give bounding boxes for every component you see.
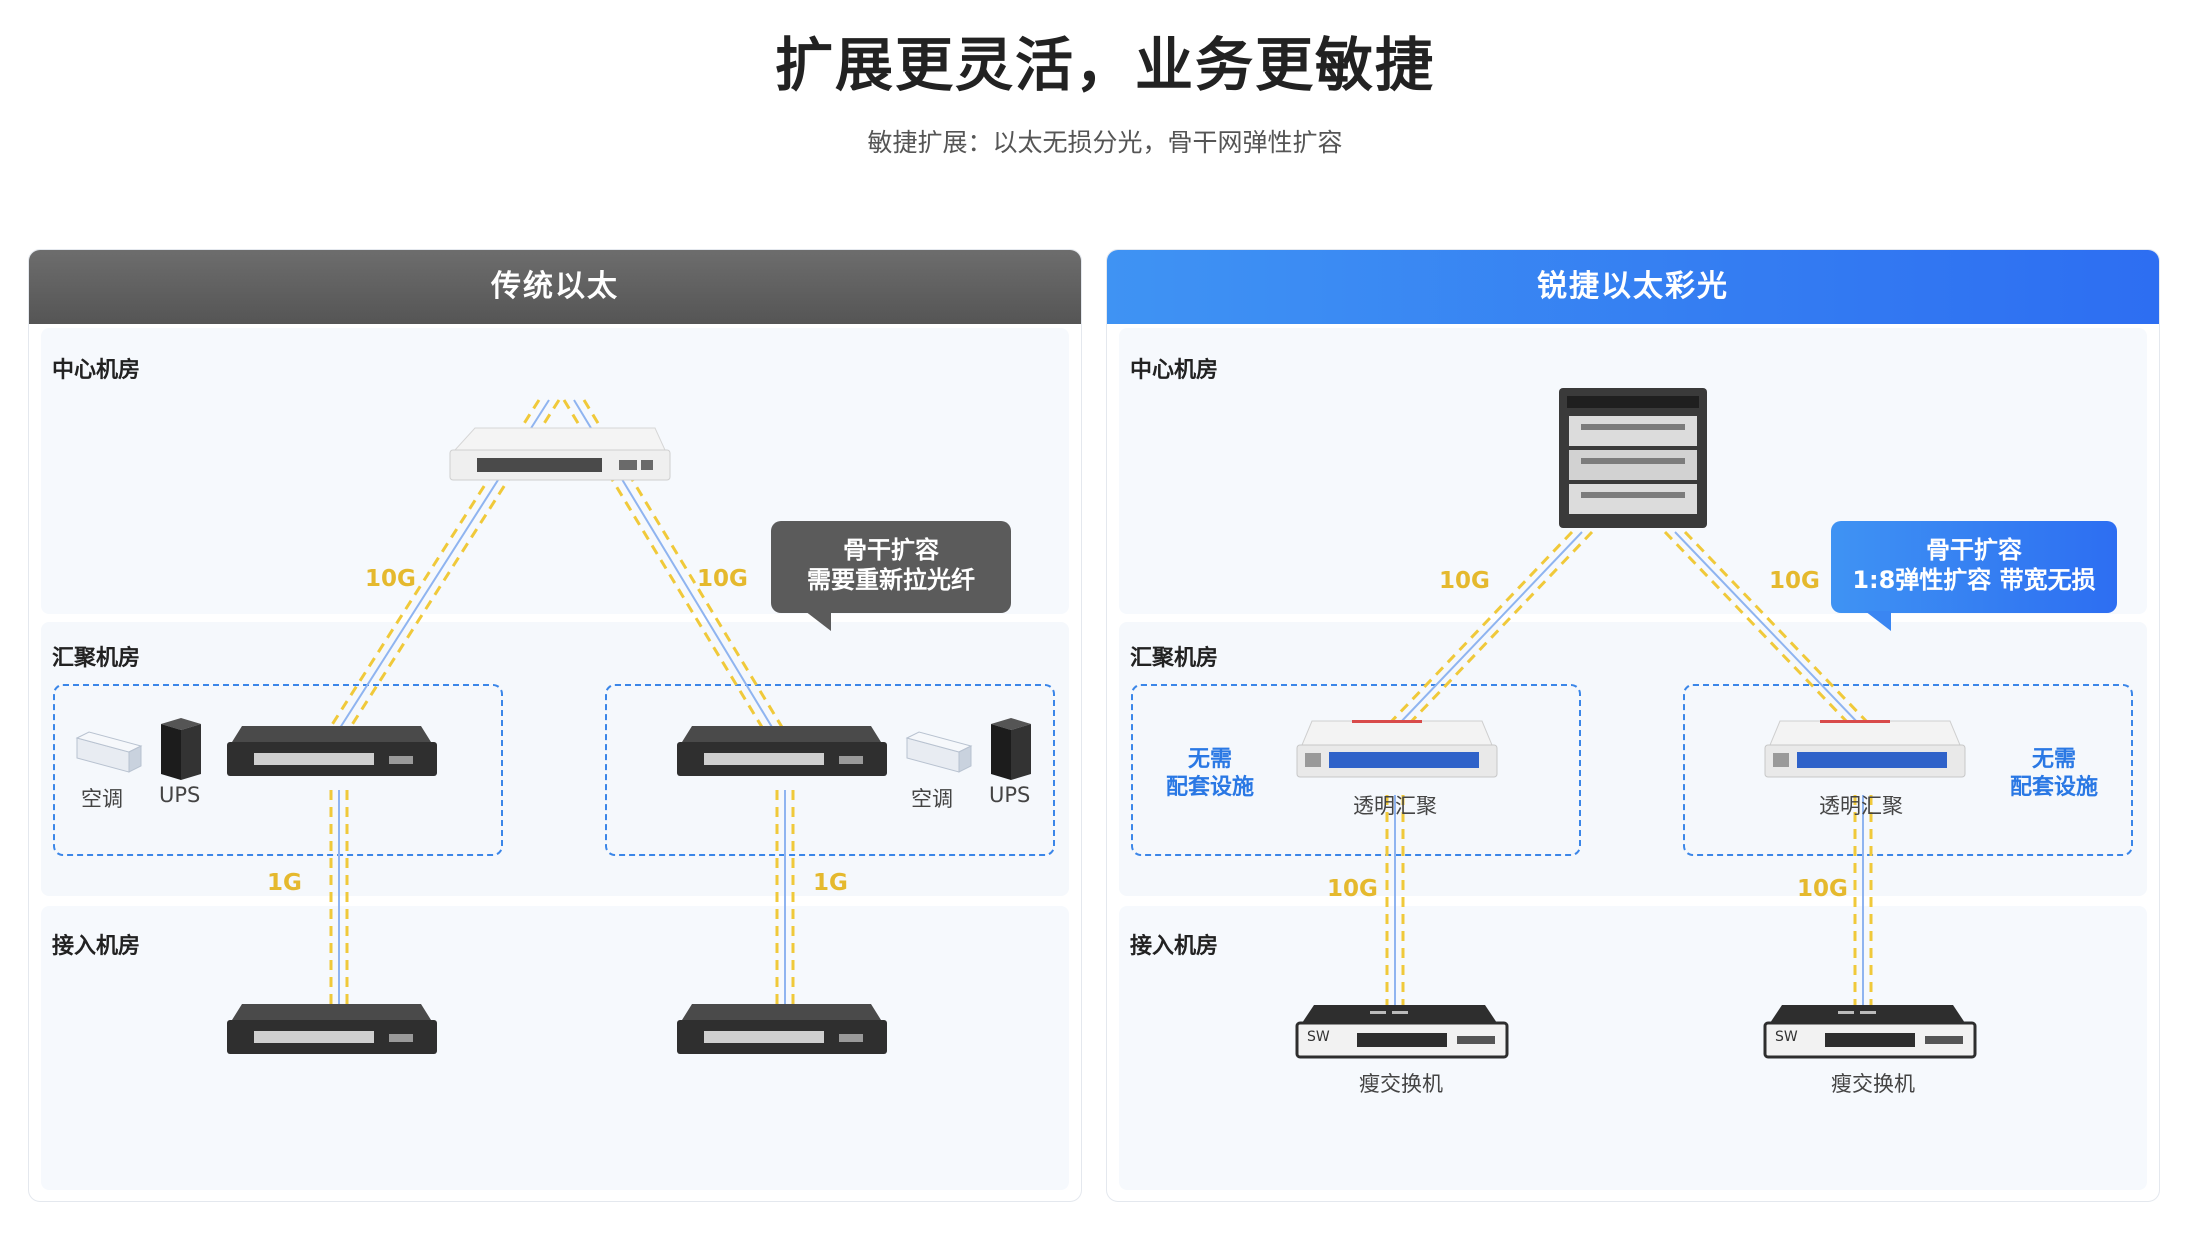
- callout-line-2: 需要重新拉光纤: [807, 566, 975, 594]
- link-speed-label: 10G: [697, 566, 748, 592]
- note-line-2: 配套设施: [2009, 775, 2098, 800]
- ups-label: UPS: [989, 783, 1031, 807]
- zone-label-center: 中心机房: [1130, 358, 1219, 383]
- link-core-to-agg-right: [1663, 530, 1871, 726]
- aggregation-box-right: [1683, 684, 2133, 856]
- panel-title: 传统以太: [29, 250, 1081, 324]
- core-chassis-icon: [1559, 388, 1707, 528]
- zone-aggregation-bg: [1119, 622, 2147, 896]
- zone-access-bg: [41, 906, 1069, 1190]
- switch-badge: SW: [1775, 1029, 1798, 1045]
- zone-label-access: 接入机房: [52, 934, 141, 959]
- agg-switch-left-icon: [227, 726, 437, 776]
- callout-tail: [805, 611, 831, 631]
- page-subtitle: 敏捷扩展：以太无损分光，骨干网弹性扩容: [867, 128, 1343, 157]
- callout-line-2: 1:8弹性扩容 带宽无损: [1852, 566, 2096, 594]
- callout-line-1: 骨干扩容: [843, 536, 939, 564]
- device-label-thin-switch: 瘦交换机: [1359, 1072, 1443, 1096]
- access-switch-right-icon: [677, 1004, 887, 1054]
- access-switch-left-icon: [227, 1004, 437, 1054]
- link-speed-label: 10G: [1797, 876, 1848, 902]
- switch-badge: SW: [1307, 1029, 1330, 1045]
- right-topology-drawing: [1295, 388, 1977, 1059]
- link-core-to-agg-left: [1387, 530, 1594, 726]
- zone-label-aggregation: 汇聚机房: [1130, 646, 1219, 671]
- link-agg-to-access-right: [1853, 795, 1873, 1005]
- link-agg-to-access-left: [329, 790, 349, 1020]
- callout-tail: [1865, 611, 1891, 631]
- backbone-expansion-callout: 骨干扩容 需要重新拉光纤: [771, 521, 1011, 631]
- ruijie-ethernet-color-light-panel: 锐捷以太彩光 中心机房 汇聚机房 接入机房: [1106, 249, 2160, 1202]
- agg-switch-right-icon: [677, 726, 887, 776]
- no-facilities-note-right: 无需 配套设施: [1999, 746, 2109, 802]
- elastic-expansion-callout: 骨干扩容 1:8弹性扩容 带宽无损: [1831, 521, 2117, 631]
- transparent-aggregation-left-icon: [1296, 720, 1498, 778]
- link-speed-label: 10G: [1769, 568, 1820, 594]
- aggregation-box-right: [605, 684, 1055, 856]
- ups-label: UPS: [159, 783, 201, 807]
- traditional-ethernet-panel: 传统以太 中心机房 汇聚机房 接入机房: [28, 249, 1082, 1202]
- link-agg-to-access-right: [775, 790, 795, 1020]
- note-line-2: 配套设施: [1165, 775, 1254, 800]
- panel-title: 锐捷以太彩光: [1107, 250, 2159, 324]
- thin-switch-left-icon: [1295, 1005, 1509, 1059]
- note-line-1: 无需: [1187, 747, 1232, 772]
- aggregation-box-left: [53, 684, 503, 856]
- link-speed-label: 1G: [267, 870, 302, 896]
- zone-aggregation-bg: [41, 622, 1069, 896]
- device-label-transparent-aggregation: 透明汇聚: [1353, 794, 1437, 818]
- device-label-transparent-aggregation: 透明汇聚: [1819, 794, 1903, 818]
- zone-label-access: 接入机房: [1130, 934, 1219, 959]
- left-topology-drawing: [75, 399, 1031, 1054]
- note-line-1: 无需: [2031, 747, 2076, 772]
- link-agg-to-access-left: [1385, 795, 1405, 1005]
- air-conditioner-right-icon: [905, 731, 973, 773]
- core-switch-icon: [449, 427, 671, 481]
- callout-line-1: 骨干扩容: [1926, 536, 2022, 564]
- air-conditioner-left-icon: [75, 731, 143, 773]
- link-speed-label: 10G: [365, 566, 416, 592]
- zone-label-center: 中心机房: [52, 358, 141, 383]
- link-speed-label: 10G: [1327, 876, 1378, 902]
- ups-right-icon: [991, 718, 1031, 780]
- aggregation-box-left: [1131, 684, 1581, 856]
- link-speed-label: 1G: [813, 870, 848, 896]
- air-conditioner-label: 空调: [911, 787, 953, 811]
- page-title: 扩展更灵活，业务更敏捷: [774, 31, 1435, 99]
- no-facilities-note-left: 无需 配套设施: [1155, 746, 1265, 802]
- zone-label-aggregation: 汇聚机房: [52, 646, 141, 671]
- link-speed-label: 10G: [1439, 568, 1490, 594]
- air-conditioner-label: 空调: [81, 787, 123, 811]
- ups-left-icon: [161, 718, 201, 780]
- thin-switch-right-icon: [1763, 1005, 1977, 1059]
- device-label-thin-switch: 瘦交换机: [1831, 1072, 1915, 1096]
- transparent-aggregation-right-icon: [1764, 720, 1966, 778]
